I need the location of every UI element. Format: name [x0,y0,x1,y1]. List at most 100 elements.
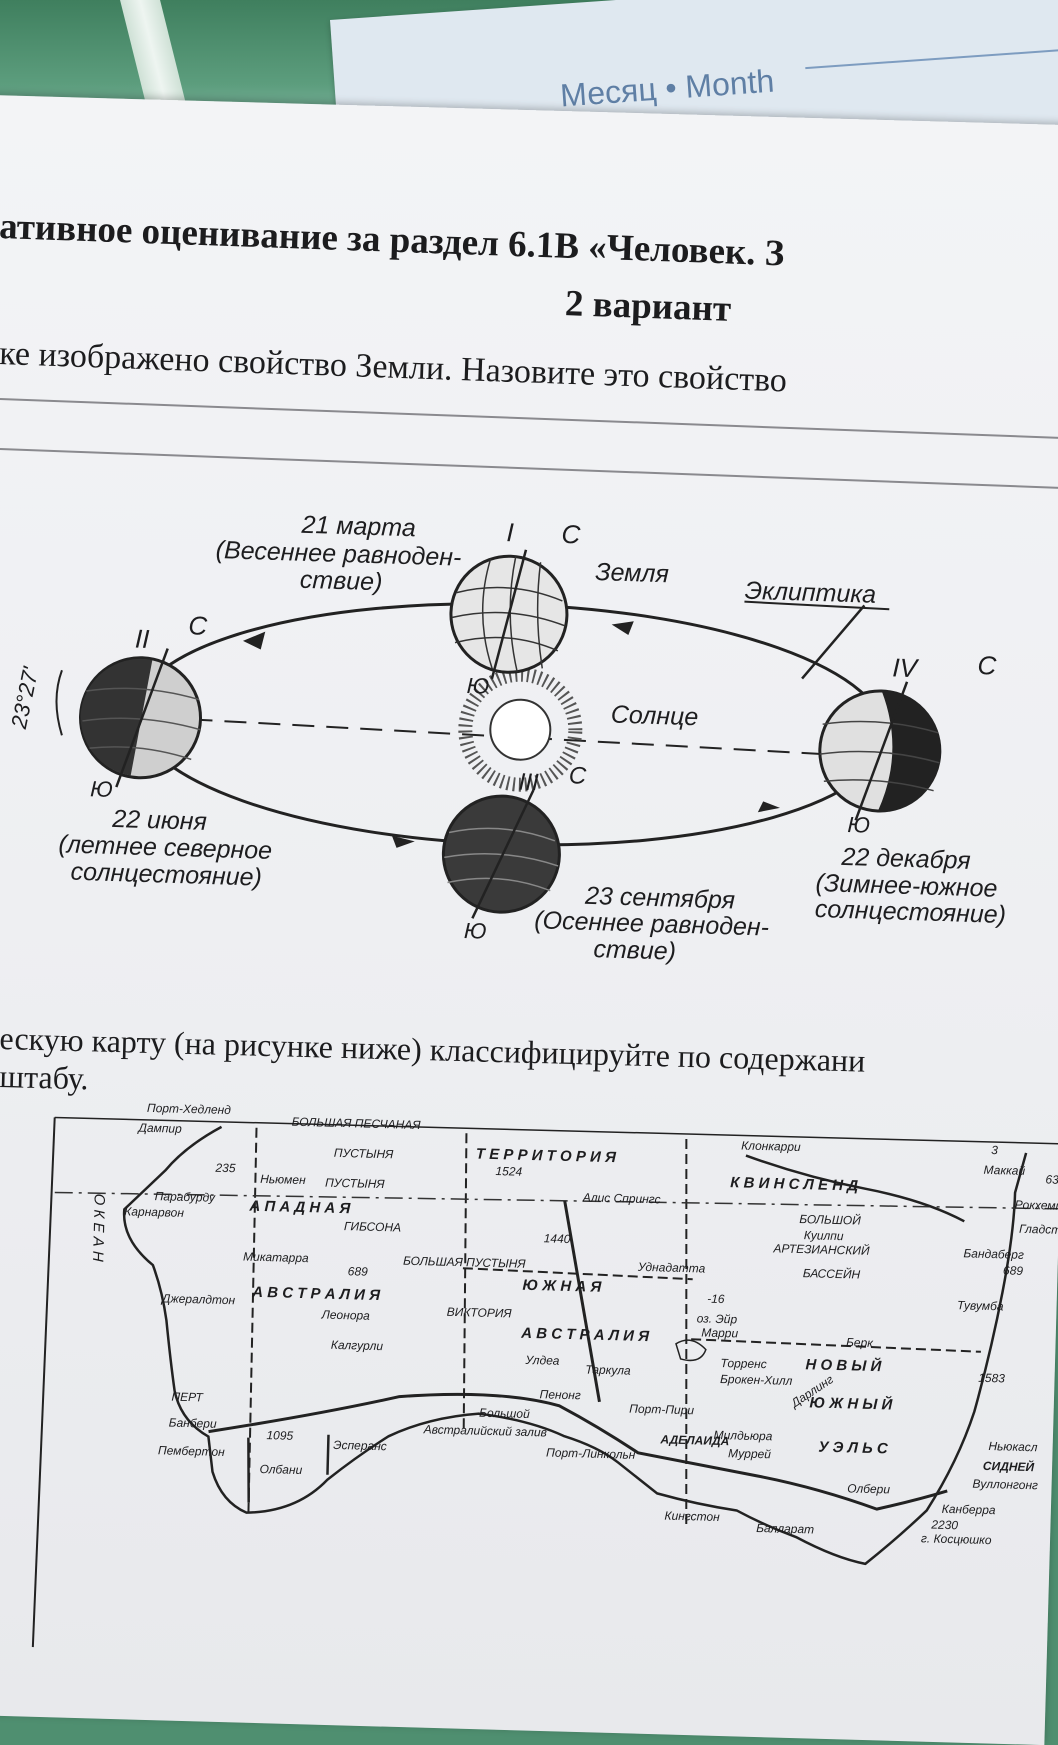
ecliptic-underline [744,600,890,611]
label-murray: Муррей [728,1446,772,1461]
label-great-sandy-2: ПУСТЫНЯ [334,1146,395,1162]
label-port-pirie: Порт-Пири [629,1402,694,1418]
december-desc-2: солнцестояние) [814,895,1006,929]
state-border [247,1127,258,1513]
label-desert-2: ПУСТЫНЯ [325,1176,386,1192]
numeral-1: I [506,517,514,547]
label-kuilpi: Куилпи [804,1228,844,1243]
label-meekatharra: Микатарра [243,1249,309,1265]
label-adelaide: АДЕЛАИДА [659,1432,729,1448]
label-albany: Олбани [259,1462,302,1477]
label-south: Ю Ж Н Ы Й [809,1393,893,1413]
north-4: С [977,650,997,681]
railway [247,1434,330,1503]
label-toowoomba: Тувумба [957,1298,1004,1313]
label-gibson: ГИБСОНА [344,1219,402,1234]
north-1: С [561,519,581,550]
label-penong: Пенонг [539,1387,581,1402]
state-border [685,1139,688,1525]
tilt-label: 23°27' [6,664,44,732]
march-label: 21 марта [300,511,416,543]
label-newcastle: Ньюкасл [988,1439,1038,1454]
earth-position-4-icon [818,681,942,821]
label-n1440: 1440 [544,1231,571,1246]
tilt-arc [55,669,63,736]
label-mildura: Милдьюра [713,1428,772,1444]
ecliptic-pointer [801,604,866,680]
ecliptic-label: Эклиптика [744,577,876,609]
label-n235: 235 [214,1161,236,1176]
orbit-arrow [611,621,634,636]
label-tarcoola: Таркула [585,1362,631,1377]
march-desc-2: ствие) [299,566,382,597]
numeral-3: III [518,769,539,797]
label-port-hedland: Порт-Хедленд [147,1101,232,1117]
label-kosciusko: г. Косцюшко [921,1531,992,1547]
label-bundaberg: Бандаберг [963,1246,1024,1262]
label-artesian: АРТЕЗИАНСКИЙ [772,1239,870,1258]
june-desc-1: (летнее северное [58,830,272,865]
label-oodnadatta: Уднадатта [637,1260,706,1276]
label-makkai: Маккай [983,1163,1025,1178]
label-sea-letters: О К Е А Н [89,1193,108,1262]
orbit-arrow [757,801,780,813]
december-label: 22 декабря [840,843,971,875]
label-bight-2: Австралийский залив [422,1422,547,1439]
question-2-continued: штабу. [0,1058,90,1097]
railway [745,1154,965,1223]
earth-label: Земля [595,558,669,588]
state-border [462,1267,693,1281]
label-wales: У Э Л Ь С [818,1439,889,1458]
label-n689b: 689 [1003,1263,1024,1278]
australia-map: Порт-Хедленд Дампир БОЛЬШАЯ ПЕСЧАНАЯ ПУС… [31,1101,1058,1648]
label-n3: 3 [991,1143,998,1157]
numeral-2: II [135,624,150,654]
orbit-arrow [391,835,415,848]
orbit-diagram: 23°27' 21 марта (Весеннее равноден- стви… [6,511,1007,966]
north-2: С [188,610,208,641]
label-perth: ПЕРТ [171,1390,204,1405]
label-torrens: Торренс [720,1356,767,1371]
label-paraburdu: Парабурду [155,1189,217,1205]
label-gladstone: Гладст [1019,1222,1058,1237]
label-bourke: Берк [846,1335,875,1350]
december-desc-1: (Зимнее-южное [815,869,998,903]
south-3: Ю [464,918,487,944]
label-n2230: 2230 [930,1518,958,1533]
south-2: Ю [90,776,113,802]
label-n1095: 1095 [266,1428,293,1443]
orbit-arrow [242,631,266,650]
label-n16: -16 [707,1292,725,1306]
label-great-desert: БОЛЬШАЯ ПУСТЫНЯ [403,1254,527,1271]
label-sydney: СИДНЕЙ [983,1457,1035,1474]
numeral-4: IV [892,652,920,683]
lake-eyre [675,1339,707,1362]
label-australia: А В С Т Р А Л И Я [251,1284,381,1304]
earth-position-2-icon [79,648,203,788]
tropic-line [54,1191,1058,1210]
earth-position-3-icon [441,789,561,919]
label-western: А П А Д Н А Я [248,1198,351,1218]
label-n1524: 1524 [495,1164,522,1179]
label-bight-1: Большой [479,1406,530,1421]
label-bunbury: Банбери [169,1416,218,1431]
label-kingston: Кингстон [664,1509,720,1524]
label-port-lincoln: Порт-Линкольн [546,1445,636,1461]
label-leonora: Леонора [320,1307,370,1322]
label-marree: Марри [701,1325,739,1340]
earth-position-1-icon [449,549,569,680]
label-wollongong: Вуллонгонг [972,1477,1038,1493]
label-broken-hill: Брокен-Хилл [720,1372,793,1388]
variant-label: 2 вариант [564,283,732,330]
north-3: С [568,762,587,790]
label-kloncurry: Клонкарри [741,1138,801,1154]
label-kalgoorlie: Калгурли [331,1338,384,1353]
label-n63: 63 [1045,1172,1058,1186]
map-frame-left [31,1117,56,1648]
label-canberra: Канберра [942,1502,996,1517]
label-eyre: оз. Эйр [696,1311,737,1326]
label-great-sandy-1: БОЛЬШАЯ ПЕСЧАНАЯ [291,1115,421,1132]
june-label: 22 июня [111,805,207,836]
label-geraldton: Джералдтон [160,1291,236,1307]
label-southern: Ю Ж Н А Я [522,1277,602,1296]
